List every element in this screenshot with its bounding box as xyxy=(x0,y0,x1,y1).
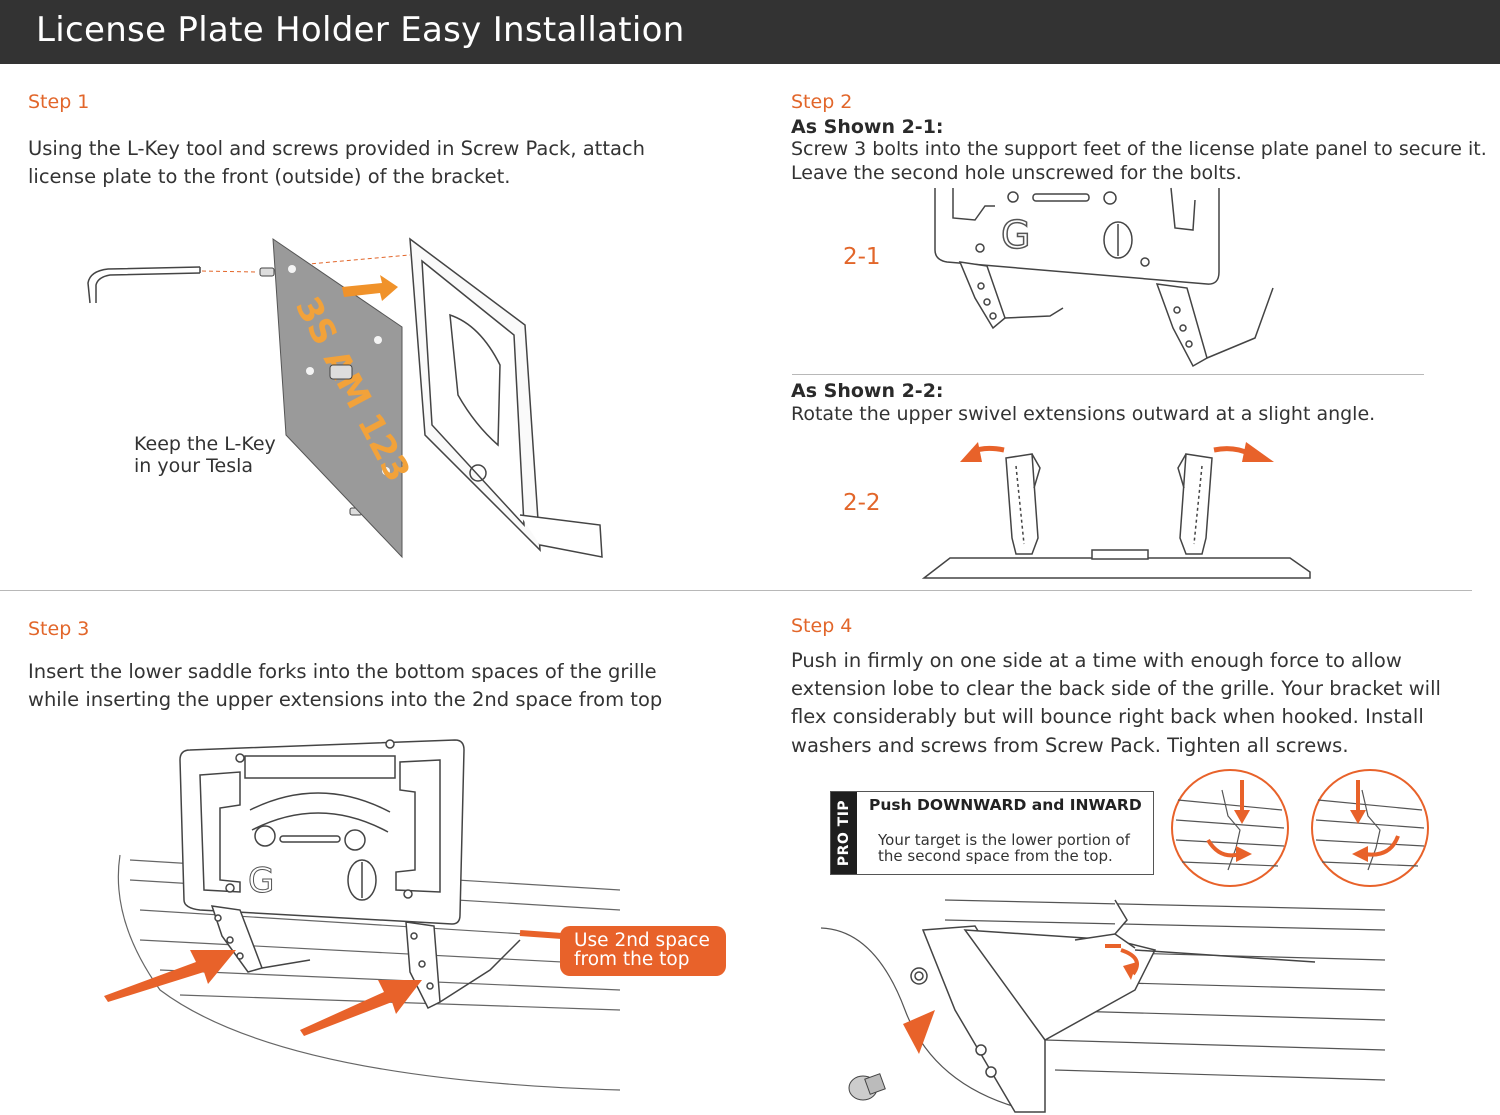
step4-illustration xyxy=(820,899,1386,1113)
pro-tip-detail-illustrations xyxy=(1171,769,1429,887)
pro-tip-line2: the second space from the top. xyxy=(878,847,1113,865)
pro-tip-text: Your target is the lower portion of the … xyxy=(878,832,1148,864)
step2-sub2-line1: Rotate the upper swivel extensions outwa… xyxy=(791,403,1376,425)
screw-icon xyxy=(848,1073,886,1101)
step4-text-line2: extension lobe to clear the back side of… xyxy=(791,677,1441,700)
pro-tip-title: Push DOWNWARD and INWARD xyxy=(869,796,1142,814)
pro-tip-tab-label: PRO TIP xyxy=(836,799,852,867)
insert-arrow-icon xyxy=(104,950,422,1036)
direction-arrow-icon xyxy=(342,275,398,301)
svg-text:G: G xyxy=(1001,213,1030,257)
step2-sub1-line1: Screw 3 bolts into the support feet of t… xyxy=(791,138,1487,160)
page-title: License Plate Holder Easy Installation xyxy=(36,10,685,50)
detail-circle-right xyxy=(1311,769,1429,887)
license-plate xyxy=(272,238,403,559)
step1-text-line1: Using the L-Key tool and screws provided… xyxy=(28,137,646,160)
pro-tip-line1: Your target is the lower portion of xyxy=(878,831,1130,849)
rotate-right-arrow-icon xyxy=(1213,442,1274,462)
callout-line2: from the top xyxy=(574,949,690,970)
plate-frame xyxy=(179,739,465,925)
push-arrow-icon xyxy=(903,944,1139,1054)
detail-circle-left xyxy=(1171,769,1289,887)
step1-label: Step 1 xyxy=(28,91,90,113)
step4-text-line3: flex considerably but will bounce right … xyxy=(791,705,1424,728)
step2-2-illustration xyxy=(921,442,1311,579)
callout-line1: Use 2nd space xyxy=(574,930,710,951)
step1-illustration: 3S AM 123 xyxy=(87,237,603,559)
bracket-arm xyxy=(910,899,1316,1113)
step1-text-line2: license plate to the front (outside) of … xyxy=(28,165,511,188)
step4-label: Step 4 xyxy=(791,615,853,637)
step2-label: Step 2 xyxy=(791,91,853,113)
step3-text-line2: while inserting the upper extensions int… xyxy=(28,688,663,711)
step2-1-illustration: G xyxy=(934,187,1274,368)
callout-second-space: Use 2nd space from the top xyxy=(560,926,726,976)
step1-caption-line1: Keep the L-Key xyxy=(134,433,276,455)
step2-sub1-title: As Shown 2-1: xyxy=(791,116,944,138)
step3-label: Step 3 xyxy=(28,618,90,640)
header-bar: License Plate Holder Easy Installation xyxy=(0,0,1500,64)
step2-divider xyxy=(792,374,1424,375)
step2-sub1-line2: Leave the second hole unscrewed for the … xyxy=(791,162,1242,184)
l-key-icon xyxy=(87,266,201,304)
bracket-feet xyxy=(210,905,521,1010)
step2-sub2-title: As Shown 2-2: xyxy=(791,380,944,402)
bracket-frame xyxy=(409,237,603,558)
pro-tip-box: PRO TIP Push DOWNWARD and INWARD Your ta… xyxy=(830,791,1154,875)
figure-2-1-label: 2-1 xyxy=(843,244,881,270)
step3-text-line1: Insert the lower saddle forks into the b… xyxy=(28,660,657,683)
svg-text:G: G xyxy=(248,861,274,901)
figure-2-2-label: 2-2 xyxy=(843,490,881,516)
rotate-left-arrow-icon xyxy=(960,442,1005,462)
step4-text-line4: washers and screws from Screw Pack. Tigh… xyxy=(791,734,1349,757)
step3-illustration: G xyxy=(104,739,621,1091)
step1-caption-line2: in your Tesla xyxy=(134,455,254,477)
pro-tip-tab: PRO TIP xyxy=(831,792,857,874)
section-divider xyxy=(0,590,1472,591)
step4-text-line1: Push in firmly on one side at a time wit… xyxy=(791,649,1402,672)
